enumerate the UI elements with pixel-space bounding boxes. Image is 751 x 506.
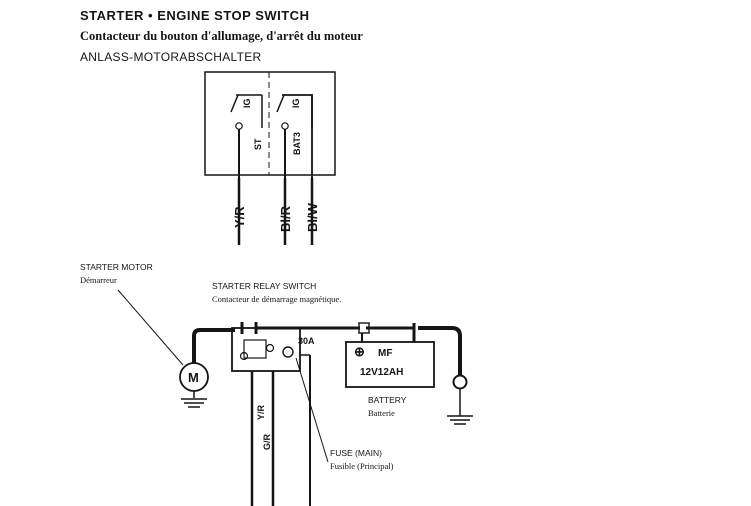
switch-housing bbox=[204, 71, 336, 176]
relay-terminal-right bbox=[265, 343, 275, 353]
st-contact-arm bbox=[230, 94, 239, 113]
engine-stop-switch bbox=[204, 71, 336, 245]
starter-motor-pointer bbox=[117, 289, 184, 366]
relay-wire-label-gr: G/R bbox=[262, 433, 272, 450]
starter-motor-label-fr: Démarreur bbox=[80, 275, 117, 285]
battery-label: BATTERY bbox=[368, 395, 407, 405]
relay-wire-label-yr: Y/R bbox=[256, 404, 266, 420]
bat-terminal-dot bbox=[281, 122, 289, 130]
battery-negative-cable bbox=[418, 326, 462, 376]
cable-clamp bbox=[358, 322, 370, 334]
terminal-ig-left: IG bbox=[242, 98, 252, 108]
motor-to-relay-cable bbox=[192, 328, 235, 363]
terminal-bat: BAT3 bbox=[292, 132, 302, 155]
battery-label-fr: Batterie bbox=[368, 408, 395, 418]
ground-terminal-ring bbox=[452, 374, 468, 390]
fuse-label-fr: Fusible (Principal) bbox=[330, 461, 394, 471]
title-english: STARTER • ENGINE STOP SWITCH bbox=[80, 8, 310, 23]
battery-rating: 12V12AH bbox=[360, 367, 403, 378]
fuse-rating: 30A bbox=[298, 336, 315, 346]
fuse-pointer bbox=[295, 357, 329, 463]
starter-motor-symbol-letter: M bbox=[188, 370, 199, 385]
battery-body bbox=[345, 341, 435, 388]
motor-ground-icon bbox=[181, 398, 207, 408]
battery-ground-icon bbox=[447, 415, 473, 425]
title-french: Contacteur du bouton d'allumage, d'arrêt… bbox=[80, 29, 363, 43]
relay-terminal-left bbox=[239, 351, 249, 361]
fuse-holder bbox=[282, 346, 294, 358]
relay-label: STARTER RELAY SWITCH bbox=[212, 281, 316, 291]
st-terminal-dot bbox=[235, 122, 243, 130]
wire-label-yr: Y/R bbox=[232, 206, 247, 228]
terminal-ig-right: IG bbox=[291, 98, 301, 108]
relay-label-fr: Contacteur de démarrage magnétique. bbox=[212, 294, 341, 304]
starter-motor-label: STARTER MOTOR bbox=[80, 262, 153, 272]
wire-label-blw: Bl/W bbox=[305, 202, 320, 232]
fuse-label: FUSE (MAIN) bbox=[330, 448, 382, 458]
relay-inner-block bbox=[243, 339, 267, 359]
wire-label-blr: Bl/R bbox=[278, 205, 293, 232]
bat-contact-arm bbox=[276, 94, 285, 113]
terminal-st: ST bbox=[253, 138, 263, 150]
starting-circuit bbox=[117, 289, 473, 506]
title-german: ANLASS-MOTORABSCHALTER bbox=[80, 50, 262, 64]
battery-plus-icon: ⊕ bbox=[354, 344, 365, 359]
battery-mf: MF bbox=[378, 348, 392, 359]
